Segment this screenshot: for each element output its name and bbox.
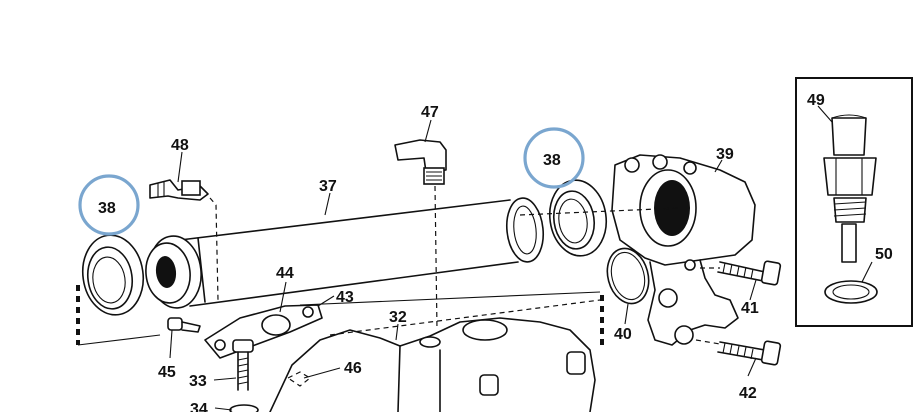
part-46-plug bbox=[286, 371, 312, 387]
callout-45: 45 bbox=[158, 364, 176, 381]
part-44-flange-gasket bbox=[204, 304, 323, 359]
part-34-washer bbox=[229, 404, 259, 412]
callout-42: 42 bbox=[739, 385, 757, 402]
callout-49: 49 bbox=[807, 92, 825, 109]
callout-34: 34 bbox=[190, 401, 208, 412]
part-41-bolt bbox=[700, 260, 782, 286]
part-33-bolt bbox=[232, 339, 254, 391]
callout-50: 50 bbox=[875, 246, 893, 263]
callout-43: 43 bbox=[336, 289, 354, 306]
callout-47: 47 bbox=[421, 104, 439, 121]
part-39-housing bbox=[611, 154, 756, 346]
callout-37: 37 bbox=[319, 178, 337, 195]
part-47-elbow-fitting bbox=[394, 139, 447, 331]
callout-44: 44 bbox=[276, 265, 294, 282]
callout-33: 33 bbox=[189, 373, 207, 390]
part-37-pipe bbox=[145, 197, 545, 309]
part-45-screw bbox=[167, 317, 201, 333]
callout-32: 32 bbox=[389, 309, 407, 326]
assembly-guide-lines bbox=[76, 207, 681, 346]
inset-panel bbox=[795, 77, 913, 327]
part-49-sensor bbox=[823, 114, 877, 263]
part-32-manifold bbox=[269, 317, 596, 412]
leader-lines bbox=[169, 105, 873, 411]
callout-38-right: 38 bbox=[543, 152, 561, 169]
callout-46: 46 bbox=[344, 360, 362, 377]
highlight-circle-38-left bbox=[78, 174, 140, 236]
part-48-elbow-fitting bbox=[149, 179, 219, 301]
callout-40: 40 bbox=[614, 326, 632, 343]
callout-41: 41 bbox=[741, 300, 759, 317]
part-38-seal-right bbox=[548, 179, 608, 257]
callout-38-left: 38 bbox=[98, 200, 116, 217]
part-40-o-ring bbox=[606, 247, 650, 305]
highlight-circle-38-right bbox=[523, 127, 585, 189]
part-38-seal-left bbox=[81, 234, 145, 316]
callout-48: 48 bbox=[171, 137, 189, 154]
part-42-bolt bbox=[695, 339, 782, 366]
part-50-washer bbox=[824, 280, 878, 304]
callout-39: 39 bbox=[716, 146, 734, 163]
